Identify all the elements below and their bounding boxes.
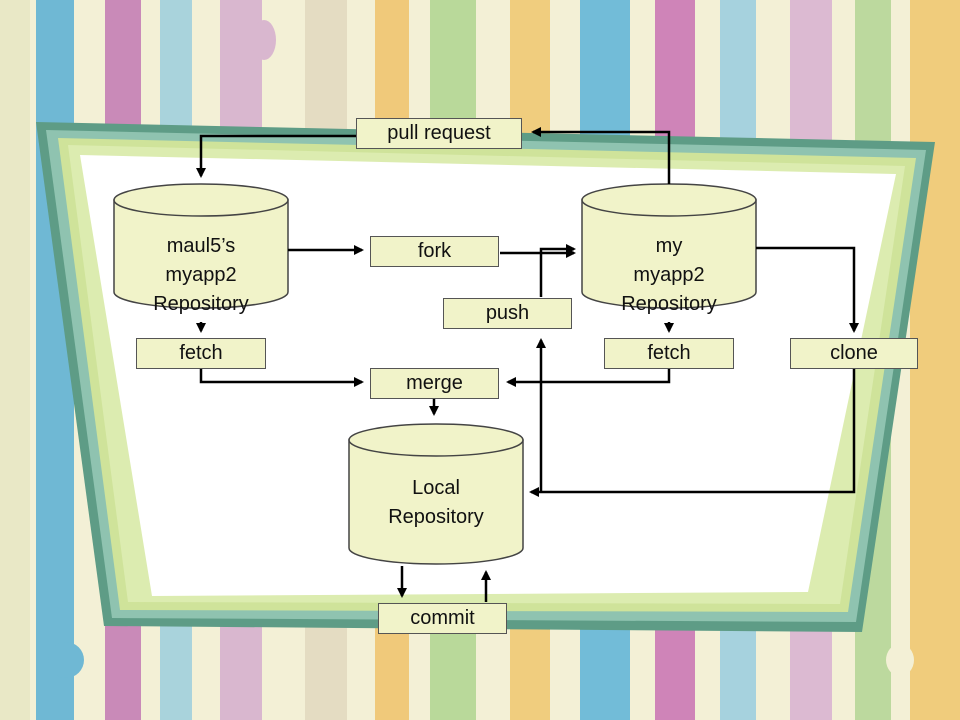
- upstream-repository-text: Repository: [153, 293, 249, 315]
- local-repository-cylinder: [348, 423, 524, 565]
- arrow-clone-to-local: [529, 368, 856, 497]
- local-text: Local: [412, 477, 460, 499]
- my-repository-cylinder: [581, 183, 757, 309]
- my-owner-text: my: [655, 235, 683, 257]
- commit-label: commit: [378, 603, 507, 634]
- merge-label: merge: [370, 368, 499, 399]
- my-project-text: myapp2: [633, 264, 705, 286]
- local-repository-text: Repository: [388, 506, 484, 528]
- push-label: push: [443, 298, 572, 329]
- upstream-repository-label: maul5’s myapp2 Repository: [114, 232, 288, 319]
- fetch-mine-label: fetch: [604, 338, 734, 369]
- upstream-repository-cylinder: [113, 183, 289, 309]
- upstream-project-text: myapp2: [165, 264, 237, 286]
- arrow-fetch-mine-to-merge: [506, 368, 671, 387]
- my-repository-text: Repository: [621, 293, 717, 315]
- arrow-my-repo-to-clone: [756, 246, 859, 333]
- fetch-upstream-label: fetch: [136, 338, 266, 369]
- arrow-fetch-to-merge: [199, 368, 364, 387]
- local-repository-label: Local Repository: [349, 474, 523, 532]
- fork-label: fork: [370, 236, 499, 267]
- arrow-push-to-my-repo: [539, 244, 576, 297]
- my-repository-label: my myapp2 Repository: [582, 232, 756, 319]
- pull-request-label: pull request: [356, 118, 522, 149]
- clone-label: clone: [790, 338, 918, 369]
- arrow-my-repo-to-pull-request: [531, 127, 671, 184]
- upstream-owner-text: maul5’s: [166, 235, 236, 257]
- arrow-pull-request-to-upstream: [196, 134, 356, 178]
